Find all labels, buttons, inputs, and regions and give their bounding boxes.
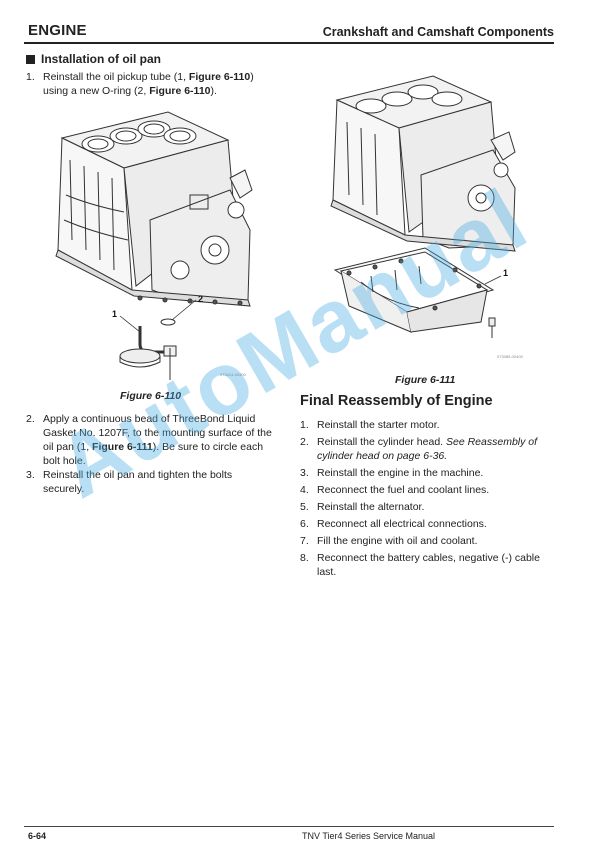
- page-number: 6-64: [28, 831, 47, 841]
- step-number: 7.: [300, 535, 309, 547]
- footer-divider: [24, 826, 554, 827]
- figure-reference[interactable]: Figure 6-110: [149, 85, 211, 97]
- step-number: 1.: [26, 71, 35, 83]
- callout-1: 1: [503, 268, 508, 278]
- installation-heading: Installation of oil pan: [26, 52, 161, 66]
- final-step-8: 8. Reconnect the battery cables, negativ…: [300, 551, 550, 579]
- installation-step-2: 2. Apply a continuous bead of ThreeBond …: [26, 412, 274, 468]
- step-1-text-d: ).: [210, 85, 217, 97]
- step-text: Reinstall the engine in the machine.: [317, 467, 484, 479]
- installation-step-3: 3. Reinstall the oil pan and tighten the…: [26, 468, 274, 496]
- figure-code: 073414-00400: [220, 372, 247, 377]
- final-step-5: 5. Reinstall the alternator.: [300, 500, 558, 514]
- installation-step-1: 1. Reinstall the oil pickup tube (1, Fig…: [26, 70, 288, 98]
- step-number: 6.: [300, 518, 309, 530]
- callout-1: 1: [112, 309, 117, 319]
- engine-block-oil-pickup-illustration: 1 2 073414-00400: [55, 111, 253, 380]
- figure-110-caption: Figure 6-110: [120, 390, 182, 402]
- header-divider: [24, 42, 554, 44]
- step-number: 5.: [300, 501, 309, 513]
- step-number: 2.: [300, 436, 309, 448]
- figure-reference[interactable]: Figure 6-111: [92, 441, 153, 453]
- figure-reference[interactable]: Figure 6-110: [188, 71, 251, 83]
- step-3-text: Reinstall the oil pan and tighten the bo…: [43, 469, 233, 495]
- step-text: Reinstall the alternator.: [317, 501, 425, 513]
- step-number: 3.: [300, 467, 309, 479]
- figure-111-caption: Figure 6-111: [395, 374, 456, 386]
- final-step-3: 3. Reinstall the engine in the machine.: [300, 466, 558, 480]
- step-text: Reconnect the fuel and coolant lines.: [317, 484, 490, 496]
- final-step-4: 4. Reconnect the fuel and coolant lines.: [300, 483, 558, 497]
- step-number: 2.: [26, 413, 35, 425]
- engine-block-oil-pan-illustration: 1 073385-00400: [330, 75, 524, 359]
- step-text: Reconnect the battery cables, negative (…: [317, 552, 540, 578]
- final-step-7: 7. Fill the engine with oil and coolant.: [300, 534, 558, 548]
- final-step-2: 2. Reinstall the cylinder head. See Reas…: [300, 435, 558, 463]
- manual-title: TNV Tier4 Series Service Manual: [302, 831, 436, 841]
- step-1-text-a: Reinstall the oil pickup tube (1,: [43, 71, 189, 83]
- step-text: Reinstall the starter motor.: [317, 419, 440, 431]
- figure-code: 073385-00400: [497, 354, 524, 359]
- step-1-text-b: ): [250, 71, 254, 83]
- step-text: Reconnect all electrical connections.: [317, 518, 487, 530]
- step-number: 8.: [300, 552, 309, 564]
- step-text: Reinstall the cylinder head.: [317, 436, 446, 448]
- final-step-6: 6. Reconnect all electrical connections.: [300, 517, 558, 531]
- step-number: 4.: [300, 484, 309, 496]
- installation-heading-text: Installation of oil pan: [41, 52, 161, 66]
- step-number: 3.: [26, 469, 35, 481]
- step-number: 1.: [300, 419, 309, 431]
- section-title: Crankshaft and Camshaft Components: [322, 25, 554, 39]
- step-2-text-b: ). Be sure to circle each bolt hole.: [43, 441, 264, 467]
- chapter-title: ENGINE: [28, 22, 87, 39]
- step-2-text-a: Apply a continuous bead of ThreeBond Liq…: [43, 413, 272, 453]
- callout-2: 2: [198, 294, 203, 304]
- step-text: Fill the engine with oil and coolant.: [317, 535, 478, 547]
- final-reassembly-heading: Final Reassembly of Engine: [300, 393, 493, 409]
- step-1-text-c: using a new O-ring (2,: [43, 85, 150, 97]
- cross-reference-link[interactable]: See Reassembly of cylinder head on page …: [317, 436, 538, 462]
- final-step-1: 1. Reinstall the starter motor.: [300, 418, 558, 432]
- square-bullet-icon: [26, 54, 35, 64]
